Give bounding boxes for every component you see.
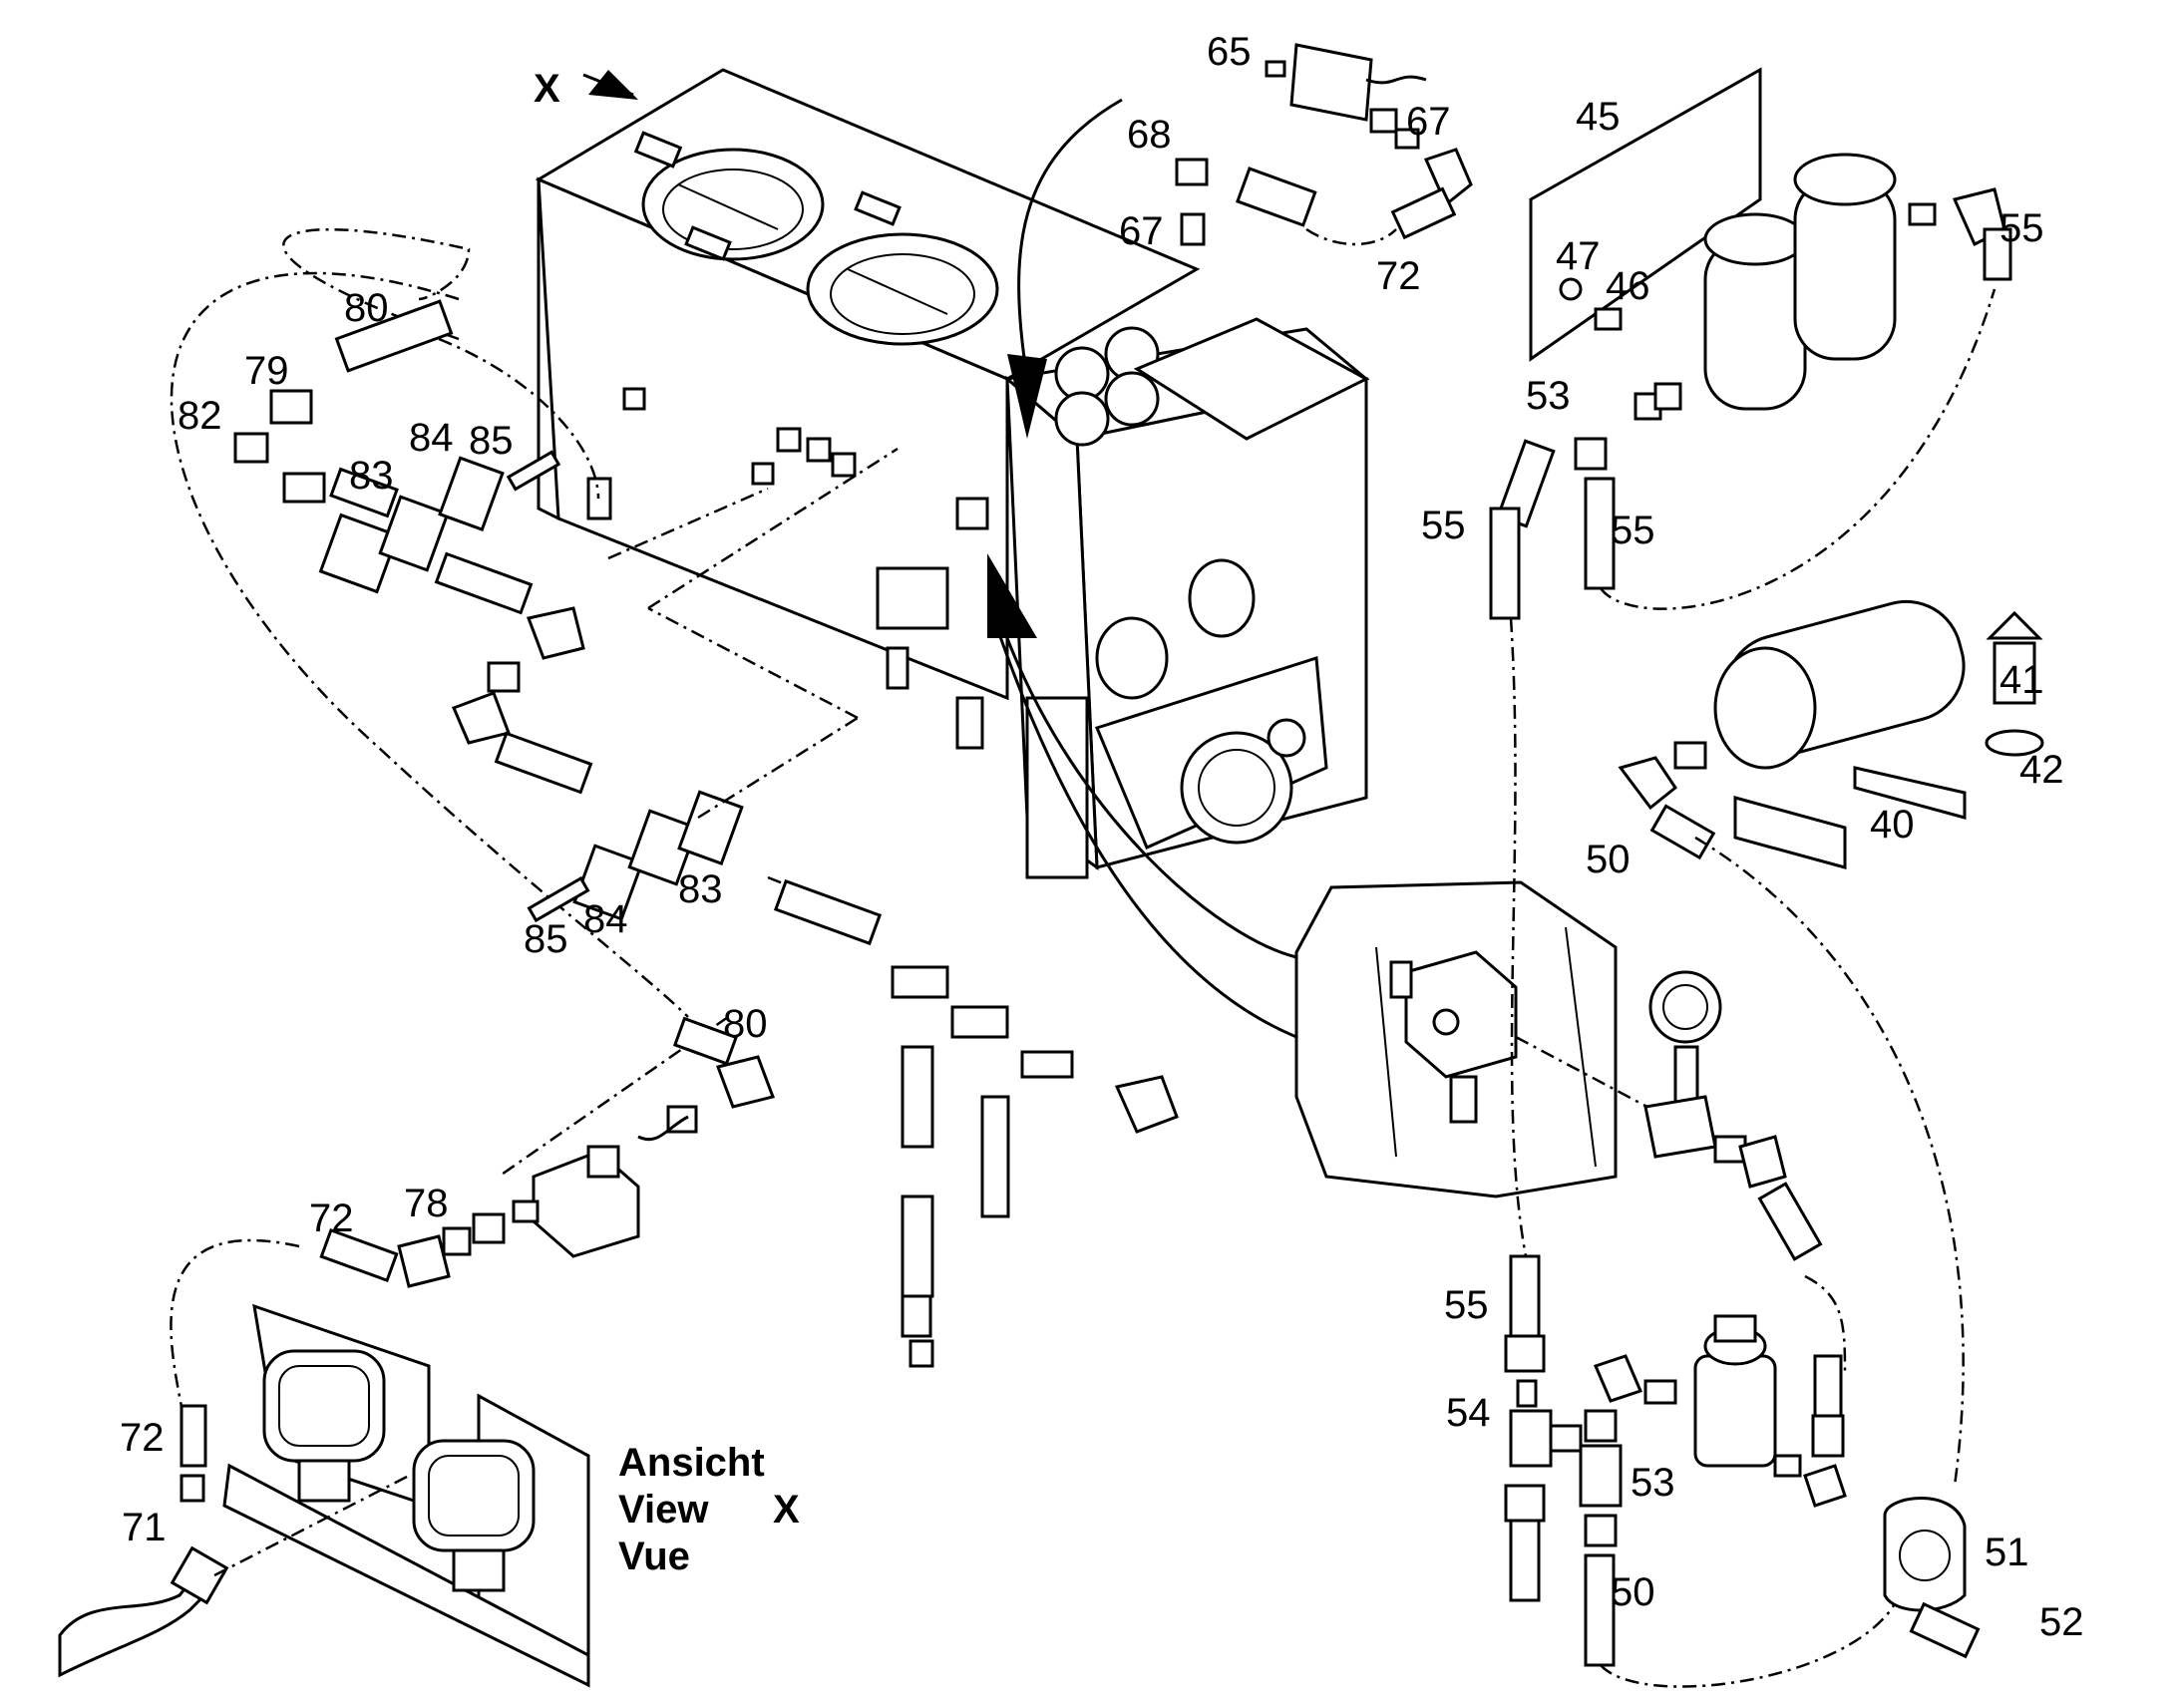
part-label-42: 42	[2019, 748, 2064, 792]
caption-view-marker: X	[773, 1488, 800, 1532]
middle-pipe-fittings	[773, 878, 1179, 1368]
part-label-79: 79	[244, 349, 289, 393]
caption-line-fr: Vue	[618, 1535, 690, 1578]
left-fittings	[233, 299, 744, 923]
part-label-80: 80	[344, 286, 389, 330]
part-label-47: 47	[1556, 234, 1601, 278]
view-x-arrow: X	[534, 67, 638, 111]
part-label-50: 50	[1586, 838, 1631, 881]
top-hose-assembly	[1175, 43, 1473, 246]
part-label-40: 40	[1870, 803, 1915, 847]
part-label-65: 65	[1207, 30, 1252, 74]
part-label-71: 71	[122, 1506, 167, 1549]
lamp-housing-assembly	[58, 1303, 590, 1688]
solenoid-assembly	[319, 1016, 775, 1288]
part-label-72: 72	[309, 1196, 354, 1240]
part-label-67: 67	[1119, 209, 1164, 253]
detail-arrows	[987, 98, 1297, 1039]
lower-right-fittings	[1504, 617, 1981, 1688]
part-label-72: 72	[120, 1416, 165, 1460]
part-label-46: 46	[1606, 264, 1650, 308]
part-label-84: 84	[409, 416, 454, 460]
part-label-72: 72	[1376, 254, 1421, 298]
left-hose-route	[170, 228, 689, 1427]
part-label-55: 55	[1611, 509, 1655, 552]
part-label-54: 54	[1446, 1391, 1491, 1435]
detail-callout	[1294, 880, 1847, 1458]
part-label-55: 55	[1444, 1283, 1489, 1327]
part-label-68: 68	[1127, 113, 1172, 157]
part-label-80: 80	[723, 1002, 768, 1046]
air-tank-assembly	[1489, 67, 2012, 620]
part-label-53: 53	[1526, 374, 1571, 418]
part-label-52: 52	[2039, 1600, 2084, 1644]
main-frame-assembly	[535, 68, 1370, 879]
view-caption: Ansicht View Vue X	[618, 1441, 800, 1578]
part-label-83: 83	[678, 867, 723, 911]
part-label-55: 55	[1999, 206, 2044, 250]
part-label-67: 67	[1406, 100, 1451, 144]
part-label-82: 82	[178, 394, 222, 438]
part-label-55: 55	[1421, 504, 1466, 547]
view-arrow-label: X	[534, 67, 560, 111]
part-label-45: 45	[1576, 95, 1621, 139]
part-label-50: 50	[1611, 1570, 1655, 1614]
part-number-labels: 65 68 67 67 72 45 47 46 55 53 55 55 80 7…	[120, 30, 2084, 1644]
part-label-83: 83	[349, 454, 394, 498]
caption-line-de: Ansicht	[618, 1441, 765, 1485]
part-label-51: 51	[1985, 1531, 2029, 1574]
part-label-85: 85	[469, 419, 514, 463]
part-label-85: 85	[524, 917, 568, 961]
part-label-78: 78	[404, 1182, 449, 1225]
part-label-53: 53	[1631, 1461, 1675, 1505]
part-label-41: 41	[1999, 658, 2044, 702]
part-label-84: 84	[583, 897, 628, 941]
small-tank-assembly	[1618, 599, 2044, 1487]
caption-line-en: View	[618, 1488, 709, 1532]
